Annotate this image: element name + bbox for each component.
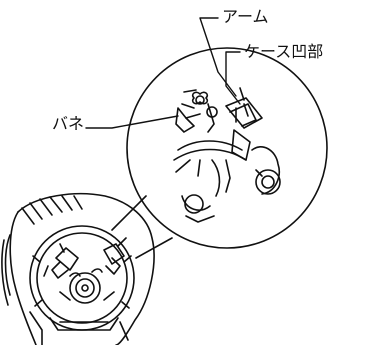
arm-label: アーム — [222, 7, 269, 26]
case-recess-label: ケース凹部 — [244, 42, 324, 61]
spring-label: バネ — [52, 114, 85, 133]
leader-lines — [85, 17, 241, 129]
tool-body — [1, 192, 155, 346]
detail-contents — [173, 87, 281, 223]
detail-circle — [111, 47, 328, 259]
